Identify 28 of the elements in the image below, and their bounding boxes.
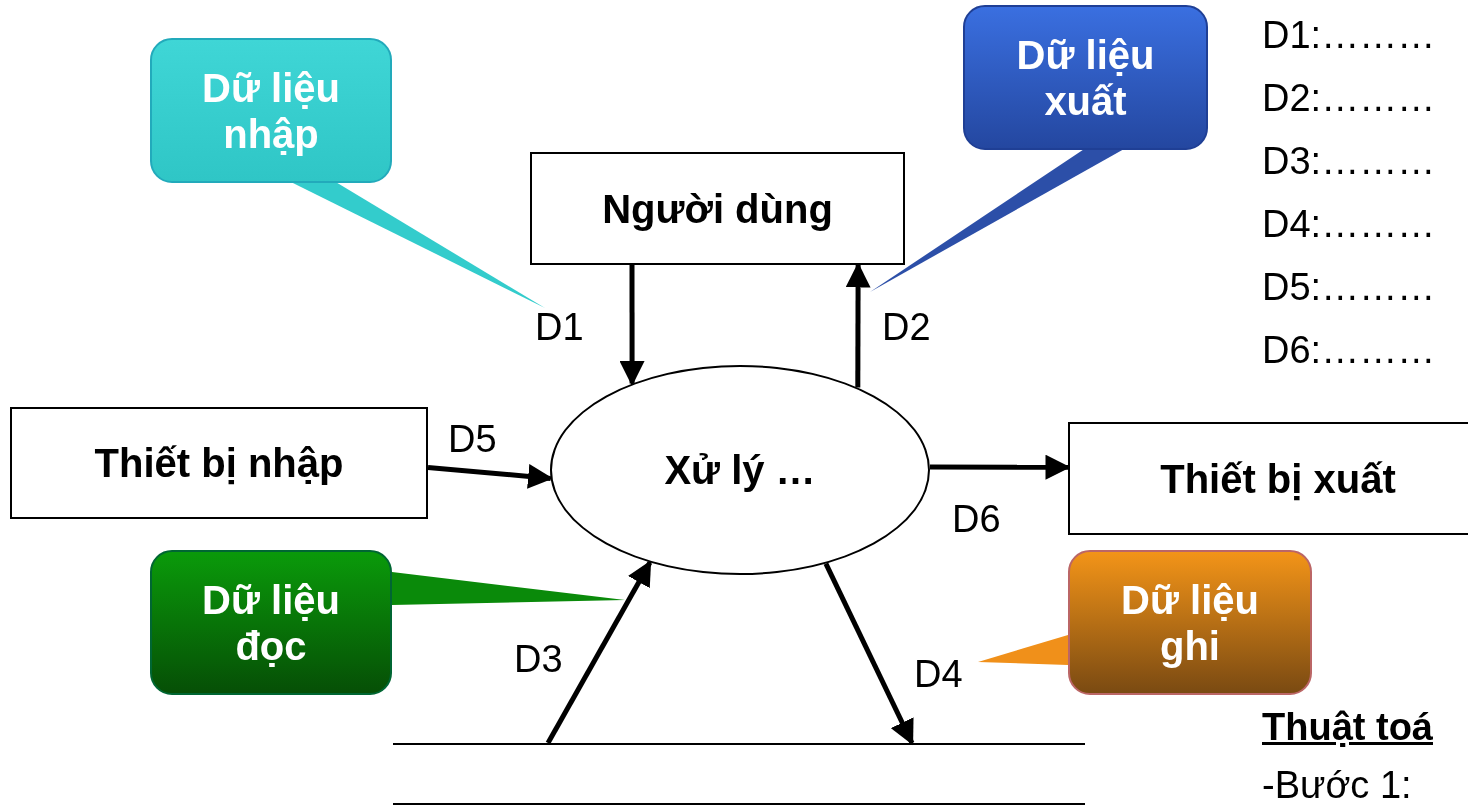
arrow — [545, 560, 653, 745]
data-item-label: D6:……… — [1262, 331, 1436, 369]
data-item-label: D4:……… — [1262, 205, 1436, 243]
node-label: Dữ liệu đọc — [201, 576, 341, 669]
node-label: Dữ liệu xuất — [1015, 31, 1156, 124]
entity-box — [530, 152, 905, 265]
step-label: -Bước 1: — [1262, 766, 1412, 804]
arrow — [823, 562, 915, 746]
callout-bubble — [963, 5, 1208, 150]
data-item-label: D3:……… — [1262, 142, 1436, 180]
callout-bubble — [150, 38, 392, 183]
entity-box — [10, 407, 428, 519]
data-store — [393, 743, 1085, 805]
callout-bubble — [1068, 550, 1312, 695]
node-label: Người dùng — [602, 185, 833, 232]
data-item-label: D5:……… — [1262, 268, 1436, 306]
entity-box — [1068, 422, 1468, 535]
callout-bubble — [150, 550, 392, 695]
data-item-label: D2:……… — [1262, 79, 1436, 117]
section-heading: Thuật toá — [1262, 708, 1433, 746]
node-label: Xử lý … — [664, 447, 816, 493]
node-label: Thiết bị nhập — [94, 440, 344, 486]
arrow — [619, 265, 645, 387]
callout-pointer — [978, 634, 1068, 665]
node-label: Dữ liệu ghi — [1120, 576, 1260, 669]
node-label: Thiết bị xuất — [1160, 455, 1396, 502]
data-item-label: D1:……… — [1262, 16, 1436, 54]
node-label: Dữ liệu nhập — [201, 64, 341, 157]
